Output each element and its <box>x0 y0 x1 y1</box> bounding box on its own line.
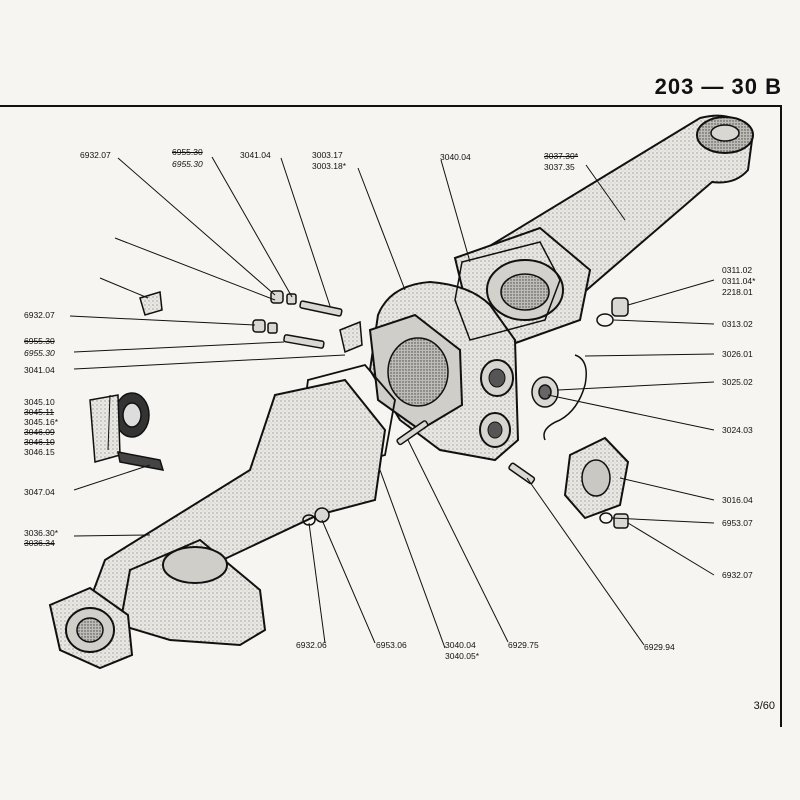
part-label: 0311.02 <box>722 265 753 275</box>
part-label: 6955.30 <box>172 147 203 157</box>
part-label: 6955.30 <box>24 348 55 358</box>
part-label: 3045.16* <box>24 417 59 427</box>
part-label: 3040.04 <box>445 640 476 650</box>
part-label-struck: 3046.09 <box>24 427 55 437</box>
part-label: 3046.10 <box>24 437 55 447</box>
part-label: 3040.05* <box>445 651 480 661</box>
left-axle-tube <box>48 378 387 670</box>
sheet-number: 3/60 <box>753 700 775 712</box>
part-label: 3047.04 <box>24 487 55 497</box>
part-label: 3003.18* <box>312 161 347 171</box>
part-label-struck: 3037.30* <box>544 151 579 161</box>
part-label: 6932.07 <box>24 310 55 320</box>
part-label: 0311.04* <box>722 276 756 286</box>
part-label: 6932.07 <box>80 150 111 160</box>
part-label: 6953.06 <box>376 640 407 650</box>
part-label: 6932.07 <box>722 570 753 580</box>
page-code: 203 — 30 B <box>654 74 782 99</box>
leader-lines <box>69 156 715 649</box>
part-label: 6953.07 <box>722 518 753 528</box>
part-label: 3026.01 <box>722 349 753 359</box>
diagram-frame <box>0 105 782 727</box>
part-label: 3036.34 <box>24 538 55 548</box>
part-label: 3041.04 <box>240 150 271 160</box>
small-parts <box>89 290 629 529</box>
part-label: 3045.11 <box>24 407 54 417</box>
part-label-struck: 3046.10 <box>24 437 55 447</box>
part-label: 6929.94 <box>644 642 675 652</box>
part-label: 2218.01 <box>722 287 753 297</box>
right-axle-tube <box>453 114 754 347</box>
differential-housing <box>368 280 520 462</box>
part-label: 6932.06 <box>296 640 327 650</box>
part-label: 3003.17 <box>312 150 343 160</box>
part-label: 3046.15 <box>24 447 55 457</box>
part-label-struck: 3036.34 <box>24 538 55 548</box>
part-label: 3046.09 <box>24 427 55 437</box>
part-label-struck: 3045.11 <box>24 407 55 417</box>
cover-plate <box>563 436 630 520</box>
part-label: 3024.03 <box>722 425 753 435</box>
part-label: 3025.02 <box>722 377 753 387</box>
part-label: 0313.02 <box>722 319 753 329</box>
part-label: 3045.10 <box>24 397 55 407</box>
part-label: 6955.30 <box>24 336 55 346</box>
part-label: 3016.04 <box>722 495 753 505</box>
part-label: 3040.04 <box>440 152 471 162</box>
part-label: 3037.35 <box>544 162 575 172</box>
part-label: 3037.30* <box>544 151 578 161</box>
part-label: 6955.30 <box>172 159 203 169</box>
part-label: 3041.04 <box>24 365 55 375</box>
right-gasket <box>454 241 561 341</box>
part-label-struck: 6955.30 <box>24 336 55 346</box>
part-label: 3036.30* <box>24 528 59 538</box>
part-label: 6929.75 <box>508 640 539 650</box>
part-label-struck: 6955.30 <box>172 147 203 157</box>
